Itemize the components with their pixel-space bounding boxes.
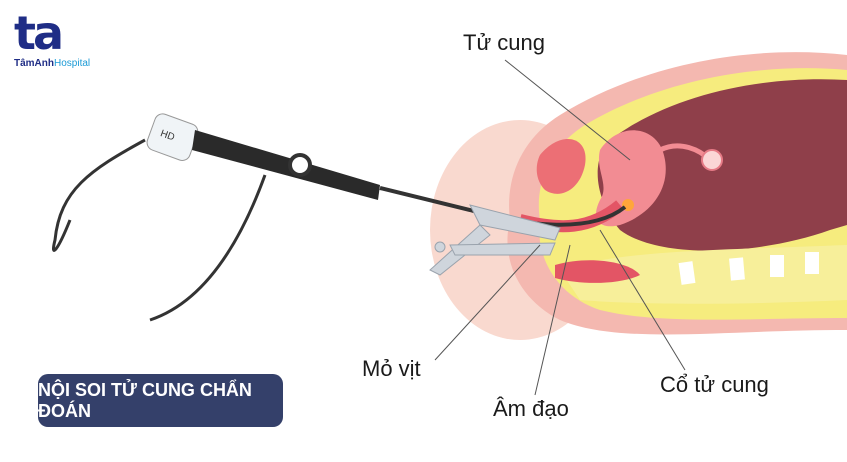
spine-segments bbox=[678, 252, 819, 285]
label-vagina: Âm đạo bbox=[493, 396, 569, 421]
label-speculum: Mỏ vịt bbox=[362, 356, 421, 381]
scope-body bbox=[192, 130, 380, 200]
speculum bbox=[429, 204, 561, 276]
title-badge: NỘI SOI TỬ CUNG CHẨN ĐOÁN bbox=[38, 374, 283, 427]
abdominal-cavity bbox=[597, 79, 847, 251]
light-cable bbox=[149, 174, 267, 322]
uterus bbox=[596, 130, 666, 227]
svg-text:HD: HD bbox=[159, 128, 176, 143]
scope-valve bbox=[288, 153, 312, 177]
logo-mark: ta bbox=[14, 6, 64, 60]
bladder bbox=[536, 138, 586, 194]
ovary bbox=[701, 149, 723, 171]
rectum bbox=[555, 260, 640, 283]
logo-name: TâmAnhHospital bbox=[14, 58, 91, 69]
leader-lines bbox=[434, 59, 686, 396]
scope-cable bbox=[51, 138, 146, 252]
label-uterus: Tử cung bbox=[463, 30, 545, 55]
label-cervix: Cổ tử cung bbox=[660, 372, 769, 397]
